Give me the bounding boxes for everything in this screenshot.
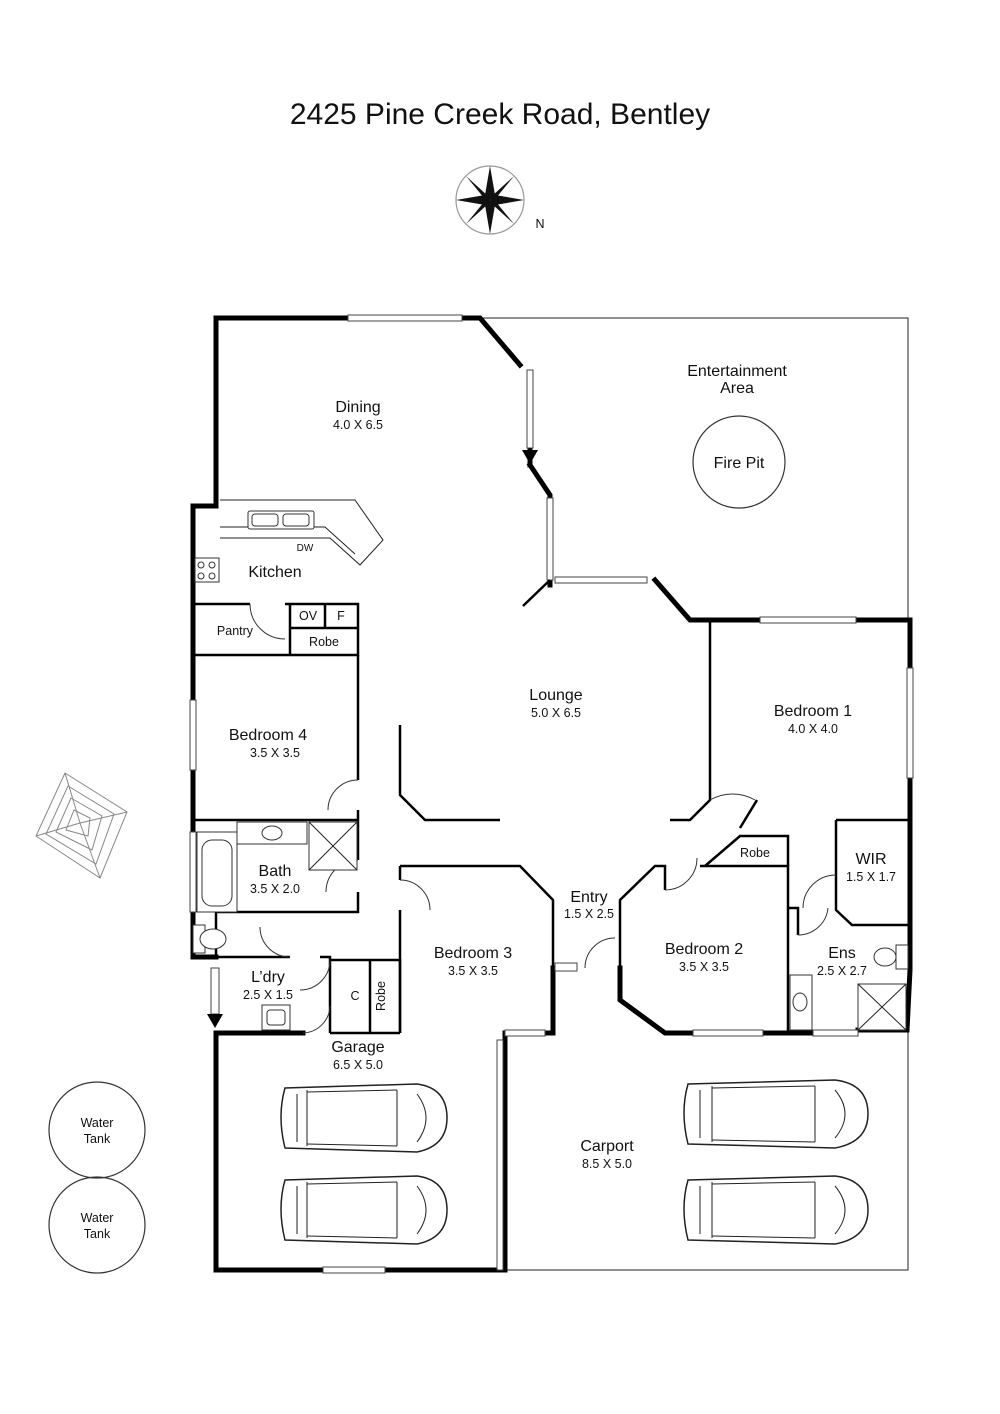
bedroom1-label: Bedroom 1 bbox=[774, 703, 852, 720]
lounge-dims: 5.0 X 6.5 bbox=[531, 706, 581, 720]
carport-dims: 8.5 X 5.0 bbox=[582, 1157, 632, 1171]
oven-label: OV bbox=[299, 609, 318, 623]
water-tank-circle bbox=[48, 1176, 146, 1274]
bedroom3-label: Bedroom 3 bbox=[434, 945, 512, 962]
dining-label: Dining bbox=[335, 399, 380, 416]
carport-label: Carport bbox=[580, 1138, 634, 1155]
bedroom1-dims: 4.0 X 4.0 bbox=[788, 722, 838, 736]
kitchen-label: Kitchen bbox=[248, 564, 301, 581]
car-icon bbox=[280, 1175, 448, 1245]
ensuite-dims: 2.5 X 2.7 bbox=[817, 964, 867, 978]
dining-dims: 4.0 X 6.5 bbox=[333, 418, 383, 432]
bath-label: Bath bbox=[259, 863, 292, 880]
bedroom3-dims: 3.5 X 3.5 bbox=[448, 964, 498, 978]
laundry-dims: 2.5 X 1.5 bbox=[243, 988, 293, 1002]
wir-dims: 1.5 X 1.7 bbox=[846, 870, 896, 884]
fridge-label: F bbox=[337, 609, 345, 623]
water-tank-label-line2: Tank bbox=[84, 1132, 111, 1146]
plan-title: 2425 Pine Creek Road, Bentley bbox=[289, 98, 711, 131]
compass-icon bbox=[455, 165, 525, 235]
garage-dims: 6.5 X 5.0 bbox=[333, 1058, 383, 1072]
compass-north-label: N bbox=[535, 217, 544, 231]
bedroom2-label: Bedroom 2 bbox=[665, 941, 743, 958]
bedroom3-robe-label: Robe bbox=[374, 981, 388, 1011]
car-icon bbox=[683, 1175, 869, 1245]
bedroom4-dims: 3.5 X 3.5 bbox=[250, 746, 300, 760]
interior-walls bbox=[193, 579, 910, 1035]
garage-label: Garage bbox=[331, 1039, 384, 1056]
lounge-label: Lounge bbox=[529, 687, 582, 704]
wir-label: WIR bbox=[855, 851, 886, 868]
pantry-label: Pantry bbox=[217, 624, 254, 638]
ensuite-fixtures bbox=[789, 944, 909, 1031]
arrow-down-icon bbox=[207, 967, 223, 1028]
water-tank-label-line2: Tank bbox=[84, 1227, 111, 1241]
water-tank-circle bbox=[48, 1081, 146, 1179]
doors bbox=[249, 603, 837, 1034]
bedroom4-label: Bedroom 4 bbox=[229, 727, 307, 744]
dishwasher-label: DW bbox=[297, 543, 314, 554]
ensuite-label: Ens bbox=[828, 945, 856, 962]
entry-dims: 1.5 X 2.5 bbox=[564, 907, 614, 921]
water-tank-label-line1: Water bbox=[81, 1211, 114, 1225]
hall-robe-label: Robe bbox=[309, 635, 339, 649]
car-icon bbox=[280, 1083, 448, 1153]
cupboard-label: C bbox=[350, 989, 359, 1003]
kitchen-bench bbox=[194, 499, 384, 583]
laundry-label: L’dry bbox=[251, 969, 285, 986]
entry-label: Entry bbox=[570, 889, 607, 906]
entry-threshold bbox=[554, 962, 578, 972]
exterior-walls bbox=[190, 315, 913, 1273]
bath-fixtures bbox=[192, 821, 358, 1031]
fire-pit-label: Fire Pit bbox=[714, 455, 765, 472]
car-icon bbox=[683, 1079, 869, 1149]
bath-dims: 3.5 X 2.0 bbox=[250, 882, 300, 896]
arrow-down-icon bbox=[522, 448, 538, 464]
entertainment-label-line2: Area bbox=[720, 380, 754, 397]
fire-pit-circle bbox=[692, 415, 786, 509]
bedroom2-robe-label: Robe bbox=[740, 846, 770, 860]
water-tank-label-line1: Water bbox=[81, 1116, 114, 1130]
hatch-pattern-icon bbox=[35, 772, 128, 879]
bedroom2-dims: 3.5 X 3.5 bbox=[679, 960, 729, 974]
entertainment-label-line1: Entertainment bbox=[687, 363, 787, 380]
